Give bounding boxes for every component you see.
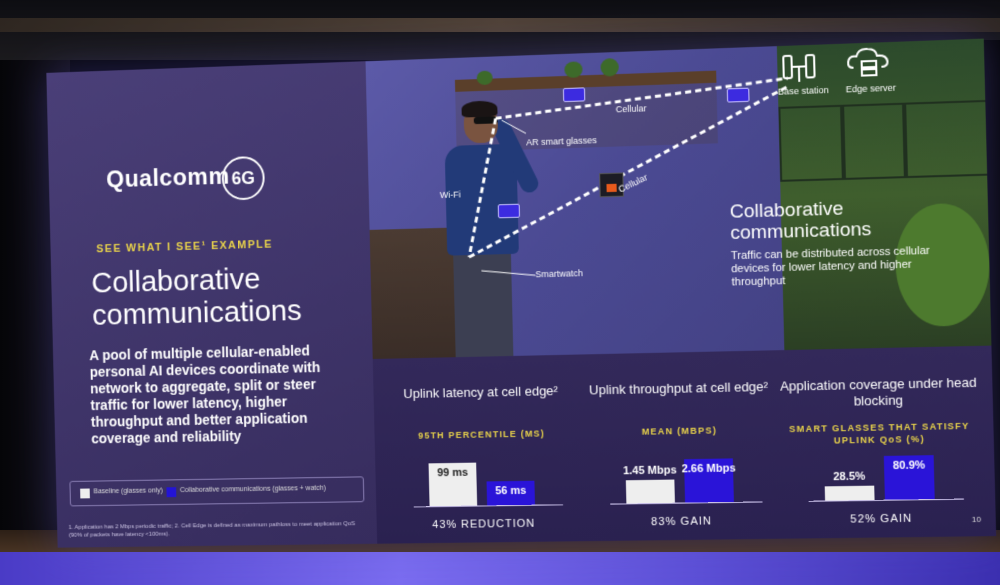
stat-column: Uplink throughput at cell edge² MEAN (MB… <box>576 350 783 541</box>
stats-panel: Uplink latency at cell edge² 95TH PERCEN… <box>372 345 997 544</box>
device-icon <box>497 203 520 219</box>
stage-lights <box>0 552 1000 585</box>
label-wifi: Wi-Fi <box>439 189 461 201</box>
stat-subtitle: MEAN (MBPS) <box>641 425 718 437</box>
ceiling-trim <box>0 18 1000 32</box>
baseline-value-label: 99 ms <box>436 466 469 480</box>
legend-label-collab: Collaborative communications (glasses + … <box>179 484 326 495</box>
label-edge-server: Edge server <box>845 82 897 95</box>
slide-left-panel: Qualcomm 6G SEE WHAT I SEE¹ EXAMPLE Coll… <box>46 61 378 548</box>
slide-description: A pool of multiple cellular-enabled pers… <box>89 342 321 447</box>
stat-result: 83% GAIN <box>650 515 713 529</box>
6g-badge: 6G <box>221 155 266 201</box>
stat-column: Application coverage under head blocking… <box>774 346 986 539</box>
stat-result: 52% GAIN <box>850 512 913 526</box>
cloud-server-icon <box>845 44 894 88</box>
demo-photo: Cellular Cellular AR smart glasses Wi-Fi… <box>365 38 992 359</box>
legend-swatch-collab <box>166 487 177 498</box>
device-icon <box>562 87 586 103</box>
callout-watch <box>482 270 535 276</box>
stat-title: Uplink latency at cell edge² <box>403 383 559 402</box>
footnote: 1. Application has 2 Mbps periodic traff… <box>68 521 356 539</box>
page-number: 10 <box>971 514 982 525</box>
label-base-station: Base station <box>777 84 829 97</box>
link-wifi <box>466 118 499 257</box>
collab-value-label: 80.9% <box>892 459 926 473</box>
qualcomm-logo: Qualcomm <box>105 162 230 194</box>
stat-title: Application coverage under head blocking <box>779 374 977 409</box>
photo-description: Traffic can be distributed across cellul… <box>730 244 930 289</box>
baseline-bar <box>625 479 675 505</box>
collab-value-label: 2.66 Mbps <box>681 462 736 476</box>
device-icon <box>726 87 750 103</box>
connection-lines <box>366 39 992 276</box>
chart-legend: Baseline (glasses only) Collaborative co… <box>69 476 365 507</box>
stat-column: Uplink latency at cell edge² 95TH PERCEN… <box>381 355 584 544</box>
section-kicker: SEE WHAT I SEE¹ EXAMPLE <box>96 238 273 256</box>
stat-title: Uplink throughput at cell edge² <box>589 378 769 398</box>
stat-subtitle: SMART GLASSES THAT SATISFY UPLINK QoS (%… <box>789 420 970 446</box>
collab-value-label: 56 ms <box>494 484 527 498</box>
legend-label-baseline: Baseline (glasses only) <box>93 487 163 496</box>
callout-glasses <box>501 119 526 134</box>
slide-title: Collaborative communications <box>91 262 303 332</box>
legend-swatch-baseline <box>80 488 90 499</box>
projected-slide: Qualcomm 6G SEE WHAT I SEE¹ EXAMPLE Coll… <box>46 38 997 548</box>
label-cellular-top: Cellular <box>615 103 647 115</box>
label-smartwatch: Smartwatch <box>535 268 584 280</box>
stat-result: 43% REDUCTION <box>432 517 536 532</box>
stat-subtitle: 95TH PERCENTILE (MS) <box>418 428 546 441</box>
photo-title: Collaborative communications <box>729 198 872 245</box>
